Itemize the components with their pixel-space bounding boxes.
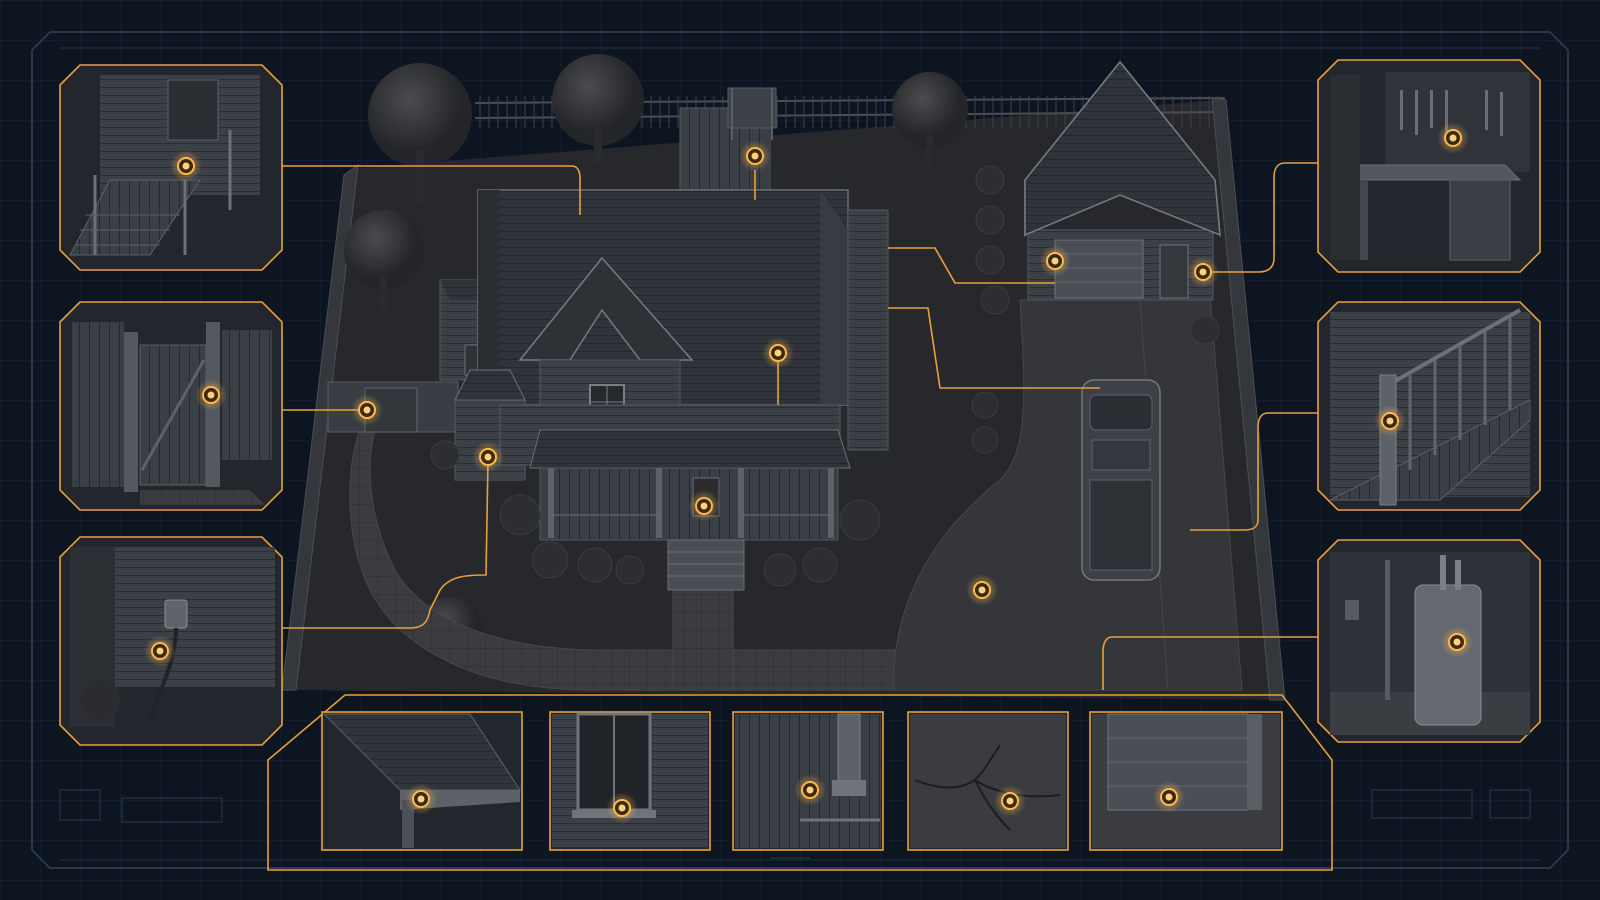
callout-water-heater[interactable] — [1317, 539, 1541, 743]
callout-garage-door-panel[interactable] — [1089, 711, 1283, 851]
hotspot-layer — [144, 122, 1473, 824]
hotspot-side-gate[interactable] — [351, 394, 383, 426]
bottom-callout-tray — [267, 694, 1333, 871]
frame-ticks — [59, 789, 1531, 859]
house — [439, 189, 889, 591]
hotspot-front-porch[interactable] — [688, 490, 720, 522]
hotspot-garage-door[interactable] — [1039, 245, 1071, 277]
side-gate-fence — [327, 381, 459, 433]
porch-steps — [667, 539, 745, 591]
callout-fence-gate[interactable] — [59, 301, 283, 511]
shrubs — [430, 165, 1220, 587]
front-path — [672, 589, 734, 691]
pickup-truck — [1081, 379, 1161, 581]
outlet-icon — [70, 547, 275, 727]
crack-icon — [910, 714, 1066, 848]
garage — [1024, 60, 1221, 301]
walkway — [349, 429, 896, 691]
hotspot-water-heater[interactable] — [1441, 626, 1473, 658]
garage-door-lines — [1055, 253, 1143, 283]
callout-window-sill[interactable] — [549, 711, 711, 851]
workbench-icon — [1330, 72, 1530, 261]
hotspot-garage-workbench[interactable] — [1437, 122, 1469, 154]
window-icon — [552, 712, 708, 848]
hotspot-roof[interactable] — [762, 337, 794, 369]
hotspot-side-window[interactable] — [472, 441, 504, 473]
callout-garage-workbench[interactable] — [1317, 59, 1541, 273]
hotspot-gutter[interactable] — [405, 783, 437, 815]
hotspot-exterior-outlet[interactable] — [144, 635, 176, 667]
callout-interior-stairs[interactable] — [1317, 301, 1541, 511]
stair-railing-icon — [1329, 308, 1531, 506]
hotspot-garage-door-panel[interactable] — [1153, 781, 1185, 813]
water-heater-icon — [1330, 552, 1530, 735]
hotspot-back-stairs[interactable] — [739, 140, 771, 172]
callout-porch-column-base[interactable] — [732, 711, 884, 851]
hotspot-driveway[interactable] — [966, 574, 998, 606]
hotspot-fence-gate[interactable] — [195, 379, 227, 411]
property-scene — [281, 54, 1286, 701]
garage-door-icon — [1092, 713, 1280, 848]
hotspot-garage-side-door[interactable] — [1187, 256, 1219, 288]
callout-concrete-crack[interactable] — [907, 711, 1069, 851]
hotspot-window-sill[interactable] — [606, 792, 638, 824]
hotspot-porch-column-base[interactable] — [794, 774, 826, 806]
callout-gutter[interactable] — [321, 711, 523, 851]
hotspot-concrete-crack[interactable] — [994, 785, 1026, 817]
porch-stairs-icon — [69, 75, 260, 256]
connector-lines — [278, 162, 1318, 690]
outer-frame — [31, 31, 1569, 869]
hotspot-back-porch-stairs[interactable] — [170, 150, 202, 182]
trees — [344, 54, 968, 663]
porch-columns — [548, 468, 834, 538]
hotspot-interior-stairs[interactable] — [1374, 405, 1406, 437]
